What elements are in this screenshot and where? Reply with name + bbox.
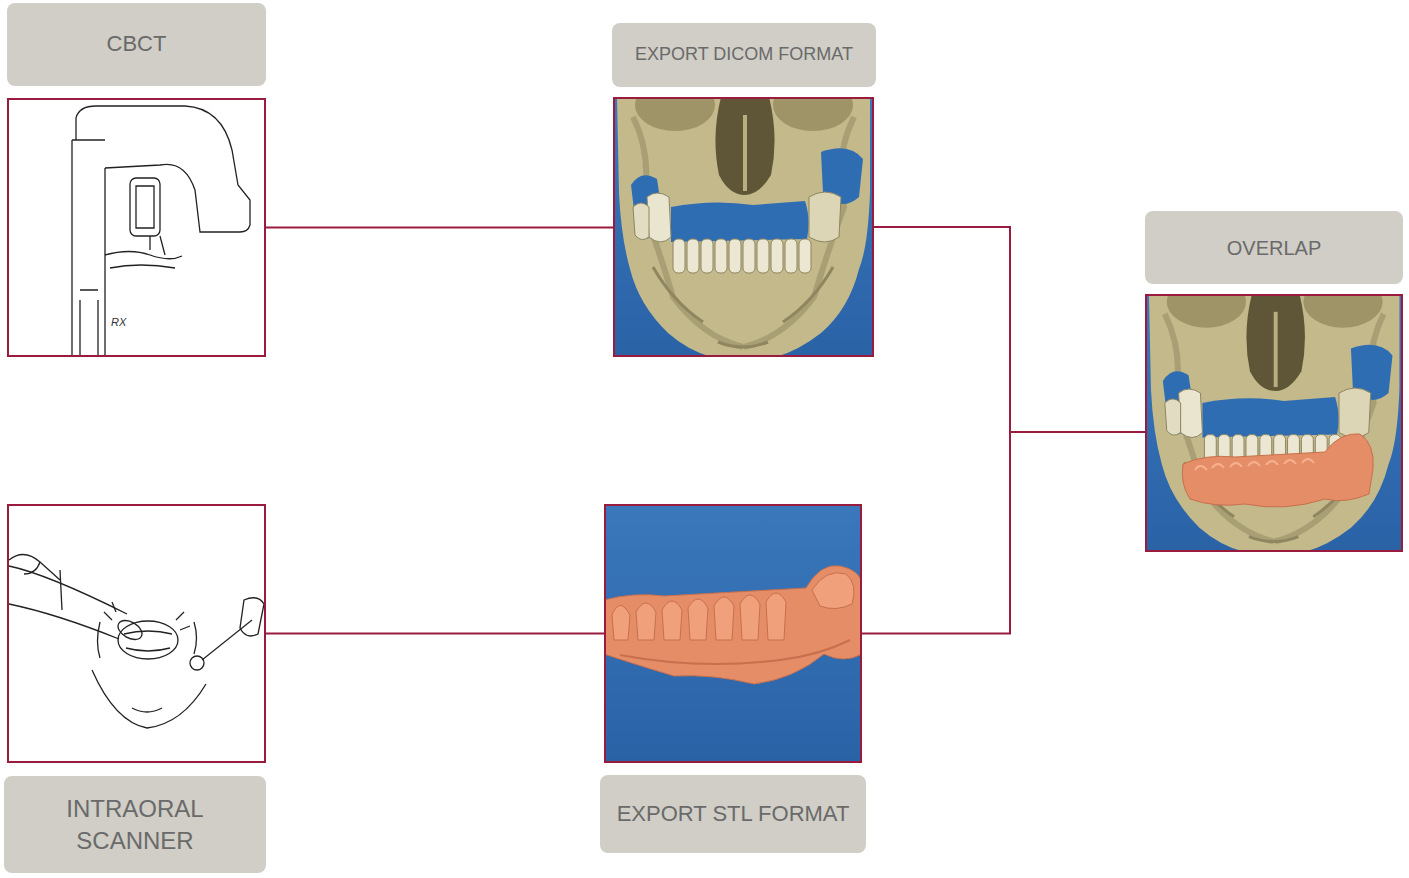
molar-crown bbox=[812, 573, 854, 609]
hand bbox=[9, 554, 60, 580]
gum-contour bbox=[620, 640, 850, 664]
assistant-hand bbox=[240, 598, 264, 636]
image-frame bbox=[1145, 294, 1403, 552]
scanner-tip bbox=[115, 617, 146, 644]
chin-rest bbox=[105, 252, 182, 269]
teeth-line bbox=[124, 631, 172, 651]
stl-render bbox=[604, 504, 862, 763]
crown-highlights bbox=[1195, 459, 1314, 470]
image-panel-node: EXPORT STL FORMAT bbox=[600, 504, 866, 853]
step-label-box: CBCT bbox=[7, 3, 266, 86]
step-label-box: EXPORT DICOM FORMAT bbox=[612, 23, 876, 87]
step-label: EXPORT STL FORMAT bbox=[617, 800, 850, 829]
dental-mirror bbox=[190, 656, 204, 670]
step-label: INTRAORAL SCANNER bbox=[40, 793, 230, 855]
dicom-render bbox=[613, 97, 874, 357]
render-background bbox=[604, 504, 862, 763]
machine-column bbox=[72, 140, 105, 357]
skull-render bbox=[617, 97, 870, 357]
mirror-handle bbox=[202, 620, 252, 660]
step-label-box: OVERLAP bbox=[1145, 211, 1403, 284]
image-frame bbox=[604, 504, 862, 763]
open-mouth bbox=[118, 621, 178, 659]
chin-line bbox=[132, 708, 162, 712]
step-label: EXPORT DICOM FORMAT bbox=[635, 43, 853, 66]
wand-seam bbox=[60, 570, 62, 610]
scan-model-overlay bbox=[1182, 434, 1373, 507]
cbct-machine bbox=[72, 106, 250, 357]
machine-head bbox=[76, 106, 250, 232]
scanner-wand bbox=[9, 566, 127, 639]
column-detail bbox=[80, 290, 98, 357]
overlap-render bbox=[1145, 294, 1403, 552]
image-frame bbox=[613, 97, 874, 357]
intraoral-scan-drawing bbox=[9, 554, 264, 728]
image-panel-node: OVERLAP bbox=[1145, 211, 1403, 552]
cheek-lines bbox=[98, 622, 197, 658]
image-panel-node: EXPORT DICOM FORMAT bbox=[612, 23, 876, 357]
image-panel-node: CBCT bbox=[7, 3, 266, 357]
device-marking: RX bbox=[111, 316, 126, 328]
image-frame bbox=[7, 504, 266, 763]
sensor-unit bbox=[130, 178, 160, 236]
connector-line bbox=[266, 227, 613, 229]
sensor-window bbox=[136, 186, 154, 228]
chin-rest-support bbox=[150, 236, 165, 255]
connector-line bbox=[266, 633, 604, 635]
motion-strokes bbox=[104, 602, 190, 630]
tooth-crowns bbox=[612, 593, 786, 640]
jaw-outline bbox=[92, 670, 206, 728]
dental-model bbox=[604, 566, 862, 684]
step-label: OVERLAP bbox=[1227, 235, 1321, 261]
skull-render bbox=[1149, 294, 1399, 552]
step-label-box: INTRAORAL SCANNER bbox=[4, 776, 266, 873]
image-panel-node: INTRAORAL SCANNER bbox=[4, 504, 266, 873]
machine-joint bbox=[72, 139, 105, 140]
step-label-box: EXPORT STL FORMAT bbox=[600, 775, 866, 853]
connector-line bbox=[874, 227, 1145, 432]
step-label: CBCT bbox=[107, 30, 167, 59]
connector-line bbox=[862, 432, 1145, 633]
image-frame bbox=[7, 98, 266, 357]
